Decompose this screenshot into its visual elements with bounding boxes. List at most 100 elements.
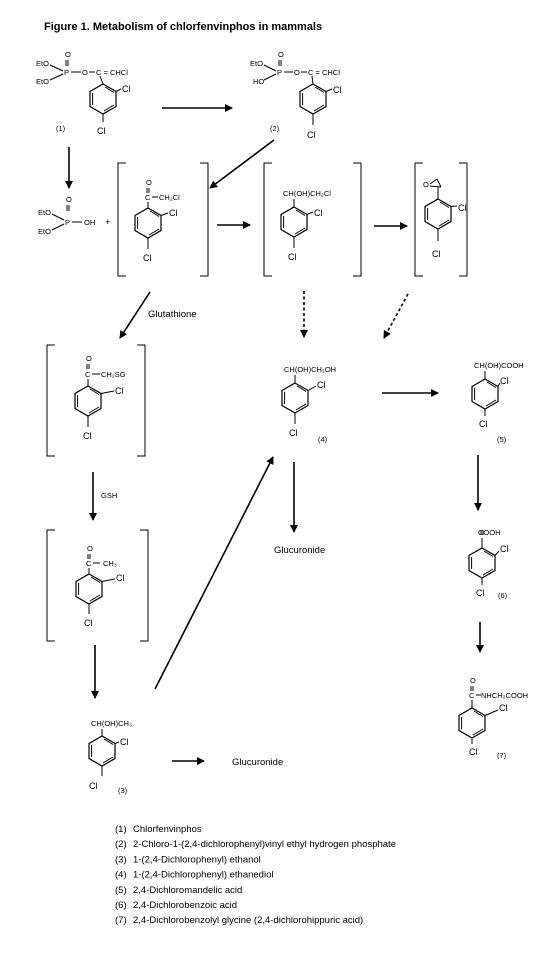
c5-cl-para: Cl xyxy=(479,419,488,429)
glucuronide-label-c3: Glucuronide xyxy=(232,757,283,768)
arrow-c2-to-ketone xyxy=(209,139,275,189)
sg-chain: CH₂SG xyxy=(101,370,126,379)
sg-cl-para: Cl xyxy=(83,431,92,441)
c3-cl-para: Cl xyxy=(89,781,98,791)
acetophenone-cl-ortho: Cl xyxy=(116,573,125,583)
c3-number: (3) xyxy=(118,786,128,795)
legend-number: (5) xyxy=(115,885,127,896)
c7-cl-ortho: Cl xyxy=(499,703,508,713)
compound-1-chlorfenvinphos: O EtO EtO P O C = CHCl Cl Cl (1) xyxy=(36,50,131,136)
c7-c: C xyxy=(469,691,475,700)
plus-sign: + xyxy=(105,217,111,228)
c4-number: (4) xyxy=(318,435,328,444)
gsh-label: GSH xyxy=(101,491,117,500)
c6-cl-para: Cl xyxy=(476,588,485,598)
dep-eto-1: EtO xyxy=(38,208,51,217)
legend-number: (6) xyxy=(115,900,127,911)
c1-eto-2: EtO xyxy=(36,77,49,86)
compound-5: CH(OH)COOH Cl Cl (5) xyxy=(471,361,524,444)
c2-vinyl-chain: C = CHCl xyxy=(308,68,340,77)
c5-number: (5) xyxy=(497,435,507,444)
c1-phosphorus: P xyxy=(64,68,69,77)
legend-name: Chlorfenvinphos xyxy=(133,824,202,835)
c6-cl-ortho: Cl xyxy=(500,544,509,554)
ketone-cl-c: C xyxy=(145,193,151,202)
legend-name: 1-(2,4-Dichlorophenyl) ethanediol xyxy=(133,870,273,881)
c2-cl-para: Cl xyxy=(307,130,316,140)
c2-o-top: O xyxy=(278,50,284,59)
c2-phosphorus: P xyxy=(277,68,282,77)
c7-o: O xyxy=(470,676,476,685)
epoxide-o: O xyxy=(423,180,429,189)
legend-number: (4) xyxy=(115,870,127,881)
diethyl-phosphate: O EtO EtO P OH + xyxy=(38,195,111,236)
intermediate-dichloroacetophenone: O C CH₃ Cl Cl xyxy=(46,529,149,642)
ketone-cl-cl-para: Cl xyxy=(143,253,152,263)
c2-o-chain: O xyxy=(294,68,300,77)
epoxide-cl-ortho: Cl xyxy=(458,203,467,213)
arrow-epoxide-to-c4 xyxy=(383,293,409,339)
compound-4: CH(OH)CH₂OH Cl Cl (4) xyxy=(281,365,336,444)
compound-2: O EtO HO P O C = CHCl Cl Cl (2) xyxy=(250,50,342,140)
acetophenone-cl-para: Cl xyxy=(84,618,93,628)
intermediate-glutathione-adduct: O C CH₂SG Cl Cl xyxy=(46,344,146,457)
legend-name: 1-(2,4-Dichlorophenyl) ethanol xyxy=(133,854,261,865)
c5-cl-ortho: Cl xyxy=(500,376,509,386)
c2-eto: EtO xyxy=(250,59,263,68)
legend-name: 2,4-Dichlorobenzoic acid xyxy=(133,900,237,911)
c1-vinyl-chain: C = CHCl xyxy=(96,68,128,77)
c2-number: (2) xyxy=(270,124,280,133)
legend-name: 2,4-Dichlorobenzolyl glycine (2,4-dichlo… xyxy=(133,915,363,926)
acetophenone-c: C xyxy=(86,559,92,568)
intermediate-epoxide: O Cl Cl xyxy=(414,162,468,277)
c2-cl-ortho: Cl xyxy=(333,85,342,95)
dep-oh: OH xyxy=(84,218,95,227)
c3-cl-ortho: Cl xyxy=(120,737,129,747)
glucuronide-label-c4: Glucuronide xyxy=(274,545,325,556)
c1-eto-1: EtO xyxy=(36,59,49,68)
ketone-cl-o: O xyxy=(146,178,152,187)
c6-chain: COOH xyxy=(478,528,501,537)
c7-cl-para: Cl xyxy=(469,747,478,757)
c1-o-top: O xyxy=(65,50,71,59)
c7-chain: NHCH₂COOH xyxy=(481,691,528,700)
legend-number: (7) xyxy=(115,915,127,926)
dep-phosphorus: P xyxy=(65,218,70,227)
intermediate-chloroacetophenone: O C CH₂Cl Cl Cl xyxy=(117,162,209,277)
c4-cl-para: Cl xyxy=(289,428,298,438)
dep-o-top: O xyxy=(66,195,72,204)
legend-name: 2-Chloro-1-(2,4-dichlorophenyl)vinyl eth… xyxy=(133,839,396,850)
c1-number: (1) xyxy=(56,124,66,133)
ketone-cl-cl-ortho: Cl xyxy=(169,208,178,218)
c3-chain: CH(OH)CH₃ xyxy=(91,719,132,728)
epoxide-cl-para: Cl xyxy=(432,249,441,259)
c7-number: (7) xyxy=(497,751,507,760)
c1-o-chain: O xyxy=(82,68,88,77)
sg-cl-ortho: Cl xyxy=(115,386,124,396)
legend-name: 2,4-Dichloromandelic acid xyxy=(133,885,242,896)
compound-legend: (1) Chlorfenvinphos (2) 2-Chloro-1-(2,4-dic… xyxy=(115,824,396,926)
figure-title: Figure 1. Metabolism of chlorfenvinphos … xyxy=(44,21,322,33)
intermediate-chlorohydrin: CH(OH)CH₂Cl Cl Cl xyxy=(263,162,362,277)
chlorohydrin-cl-para: Cl xyxy=(288,252,297,262)
legend-number: (1) xyxy=(115,824,127,835)
chlorohydrin-cl-ortho: Cl xyxy=(314,208,323,218)
c1-cl-para: Cl xyxy=(97,126,106,136)
compound-7: O C NHCH₂COOH Cl Cl (7) xyxy=(458,676,528,760)
arrow-c3-to-c4 xyxy=(154,456,274,690)
reaction-arrows xyxy=(65,104,484,765)
c6-number: (6) xyxy=(498,591,508,600)
c2-ho: HO xyxy=(253,77,264,86)
c4-cl-ortho: Cl xyxy=(317,380,326,390)
c5-chain: CH(OH)COOH xyxy=(474,361,524,370)
sg-o: O xyxy=(86,354,92,363)
c1-cl-ortho: Cl xyxy=(122,84,131,94)
sg-c: C xyxy=(85,370,91,379)
legend-number: (2) xyxy=(115,839,127,850)
chlorohydrin-chain: CH(OH)CH₂Cl xyxy=(283,189,331,198)
ketone-cl-chain: CH₂Cl xyxy=(159,193,180,202)
compound-6: COOH Cl Cl (6) xyxy=(468,528,509,600)
legend-number: (3) xyxy=(115,854,127,865)
acetophenone-o: O xyxy=(87,544,93,553)
